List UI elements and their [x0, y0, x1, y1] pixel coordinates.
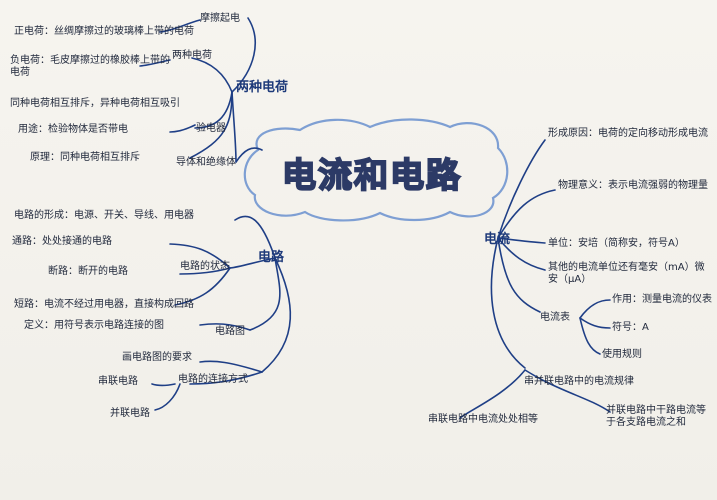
node-conductor: 导体和绝缘体 — [176, 157, 236, 168]
node-other-units: 其他的电流单位还有毫安（mA）微安（μA） — [548, 262, 705, 285]
node-series-circuit: 串联电路 — [98, 376, 138, 387]
node-principle: 原理：同种电荷相互排斥 — [30, 152, 140, 163]
node-closed-circuit: 通路：处处接通的电路 — [12, 236, 112, 247]
node-ammeter-use: 作用：测量电流的仪表 — [612, 294, 712, 305]
node-positive-charge: 正电荷：丝绸摩擦过的玻璃棒上带的电荷 — [14, 26, 194, 37]
node-parallel-circuit: 并联电路 — [110, 408, 150, 419]
node-ammeter-symbol: 符号：A — [612, 322, 649, 333]
node-two-charges: 两种电荷 — [172, 50, 212, 61]
node-interaction: 同种电荷相互排斥，异种电荷相互吸引 — [10, 98, 180, 109]
node-circuit-diagram: 电路图 — [215, 326, 245, 337]
node-use: 用途：检验物体是否带电 — [18, 124, 128, 135]
topic-charges: 两种电荷 — [236, 80, 289, 95]
node-friction: 摩擦起电 — [200, 13, 240, 24]
node-circuit-state: 电路的状态 — [180, 261, 230, 272]
node-open-circuit: 断路：断开的电路 — [48, 266, 128, 277]
node-parallel-law: 并联电路中干路电流等于各支路电流之和 — [606, 405, 706, 428]
node-cause: 形成原因：电荷的定向移动形成电流 — [548, 128, 708, 139]
node-negative-charge: 负电荷：毛皮摩擦过的橡胶棒上带的电荷 — [10, 55, 170, 78]
node-short-circuit: 短路：电流不经过用电器，直接构成回路 — [14, 299, 194, 310]
node-series-law: 串联电路中电流处处相等 — [428, 414, 538, 425]
title-frame — [243, 118, 509, 222]
node-current-laws: 串并联电路中的电流规律 — [524, 376, 634, 387]
node-usage-rules: 使用规则 — [602, 349, 642, 360]
node-ammeter: 电流表 — [540, 312, 570, 323]
node-diagram-definition: 定义：用符号表示电路连接的图 — [24, 320, 164, 331]
node-circuit-formation: 电路的形成：电源、开关、导线、用电器 — [14, 210, 194, 221]
node-connection-methods: 电路的连接方式 — [178, 374, 248, 385]
topic-current: 电流 — [484, 232, 511, 247]
node-diagram-requirements: 画电路图的要求 — [122, 352, 192, 363]
node-unit: 单位：安培（简称安，符号A） — [548, 238, 685, 249]
page-title: 电流和电路 — [281, 155, 462, 197]
node-meaning: 物理意义：表示电流强弱的物理量 — [558, 180, 708, 191]
topic-circuit: 电路 — [258, 250, 285, 265]
node-electroscope: 验电器 — [196, 123, 226, 134]
